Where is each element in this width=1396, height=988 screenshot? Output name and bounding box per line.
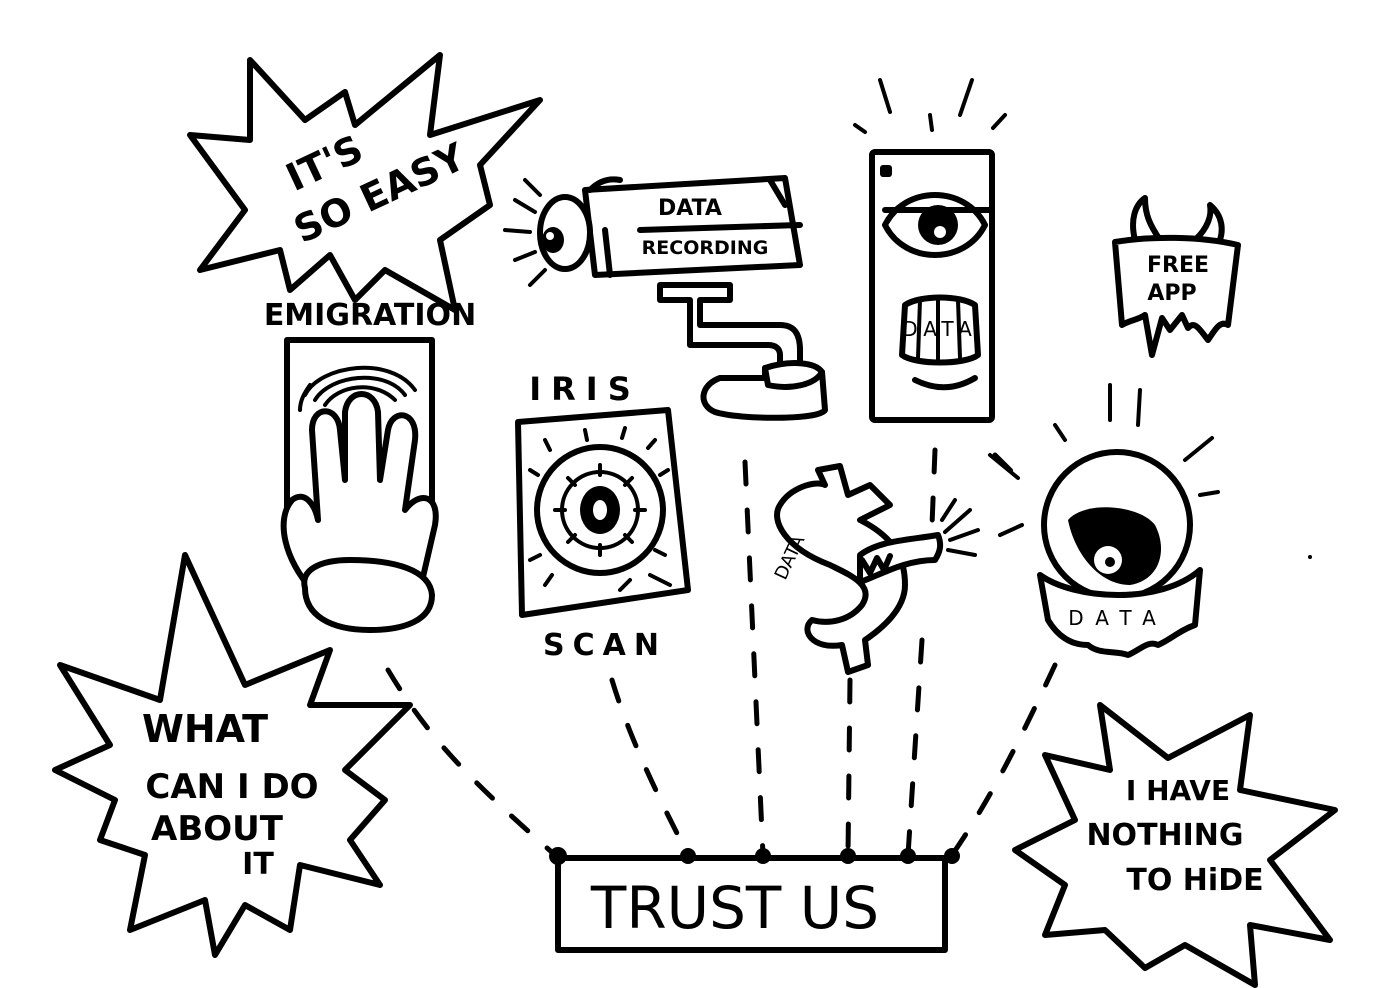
- scan-label: SCAN: [543, 628, 667, 663]
- eye-monster-icon: DATA: [988, 383, 1312, 658]
- burst-bottom-left-line4: IT: [242, 847, 274, 882]
- surveillance-camera-icon: DATA RECORDING: [503, 175, 828, 421]
- devil-app-icon: FREE APP: [1112, 195, 1241, 358]
- emigration-label: EMIGRATION: [264, 298, 476, 333]
- phone-eye-mouth-icon: DATA: [853, 78, 1007, 423]
- emigration-hand-icon: EMIGRATION: [264, 298, 476, 633]
- iris-scan-icon: IRIS SCAN: [515, 370, 691, 663]
- burst-bottom-left-line1: WHAT: [142, 707, 268, 751]
- burst-bottom-right-line1: I HAVE: [1126, 774, 1230, 807]
- dollar-data-label: DATA: [771, 532, 810, 584]
- burst-bottom-right-line3: TO HiDE: [1126, 863, 1263, 898]
- iris-label: IRIS: [529, 370, 641, 408]
- trust-us-label: TRUST US: [590, 874, 879, 942]
- burst-bottom-right: I HAVE NOTHING TO HiDE: [1012, 702, 1338, 988]
- phone-data-label: DATA: [902, 317, 978, 341]
- app-label-app: APP: [1147, 281, 1196, 306]
- connector-lines: [385, 447, 1058, 858]
- burst-bottom-left: WHAT CAN I DO ABOUT IT: [52, 552, 413, 958]
- burst-top-left: IT'S SO EASY: [187, 52, 543, 313]
- burst-bottom-left-line3: ABOUT: [151, 809, 284, 849]
- trust-us-box: TRUST US: [549, 847, 960, 953]
- camera-label-recording: RECORDING: [642, 237, 769, 259]
- burst-bottom-right-line2: NOTHING: [1086, 818, 1243, 853]
- app-label-free: FREE: [1147, 253, 1209, 278]
- eye-monster-data-label: DATA: [1068, 606, 1168, 630]
- burst-bottom-left-line2: CAN I DO: [145, 767, 318, 807]
- camera-label-data: DATA: [658, 196, 722, 221]
- dollar-mouth-icon: DATA: [771, 463, 980, 675]
